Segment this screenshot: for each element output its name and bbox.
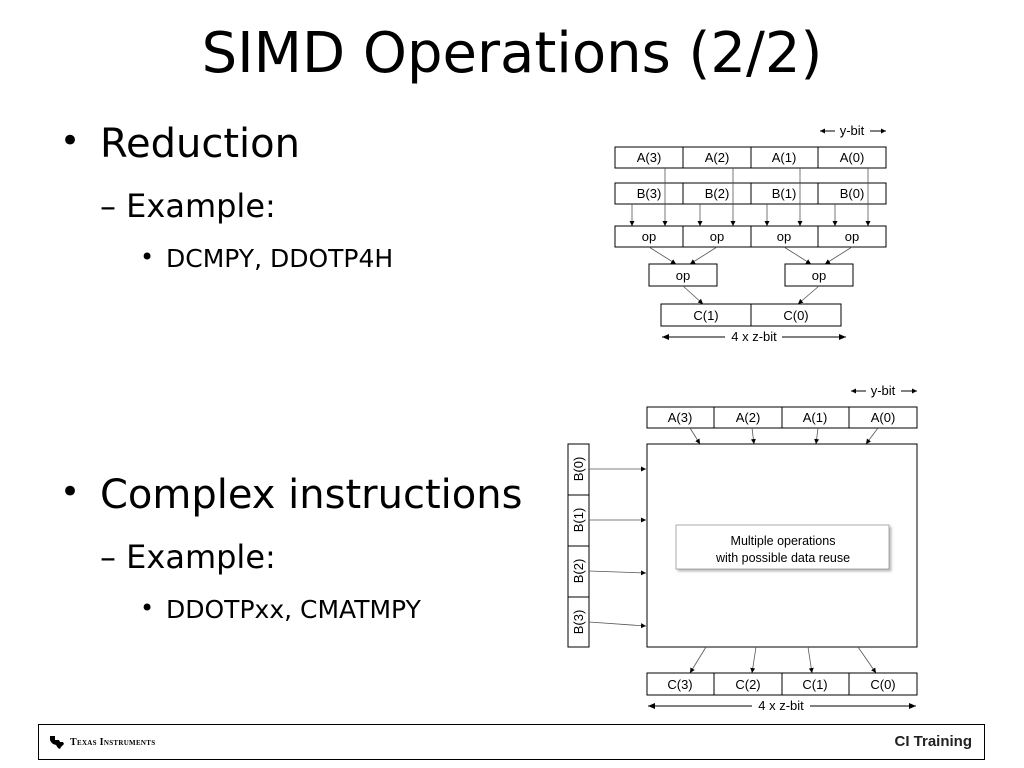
b-reg-1: B(1) [571, 508, 586, 533]
a-input-lines [689, 427, 879, 445]
b-reg-1: B(1) [772, 186, 797, 201]
y-bit-label: y-bit [840, 123, 865, 138]
slide-footer: Texas Instruments CI Training [38, 724, 985, 760]
reduce-op-left-label: op [676, 268, 690, 283]
a-reg-2: A(2) [736, 410, 761, 425]
c-output-lines [689, 646, 877, 674]
bullet-reduction-label: Reduction [100, 121, 300, 167]
sub-bullet-example: – Example: [100, 538, 276, 576]
b-reg-2: B(2) [571, 559, 586, 584]
bullet-complex-label: Complex instructions [100, 472, 523, 518]
a-reg-1: A(1) [772, 150, 797, 165]
box-line-1: Multiple operations [731, 534, 836, 548]
bullet-dot: • [60, 472, 81, 512]
z-bit-label: 4 x z-bit [758, 698, 804, 713]
c-reg-2: C(2) [735, 677, 760, 692]
op-1: op [777, 229, 791, 244]
c-reg-0: C(0) [870, 677, 895, 692]
op-2: op [710, 229, 724, 244]
b-reg-3: B(3) [637, 186, 662, 201]
c-reg-3: C(3) [667, 677, 692, 692]
ci-training-label: CI Training [894, 733, 972, 750]
texas-state-icon [50, 736, 64, 749]
bullet-dot: • [140, 243, 155, 271]
b-reg-3: B(3) [571, 610, 586, 635]
a-reg-0: A(0) [871, 410, 896, 425]
simd-diagrams: y-bit A(3) A(2) A(1) A(0) B(3) B(2) B(1)… [567, 123, 918, 713]
reduce-op-right-label: op [812, 268, 826, 283]
bullet-dot: • [140, 594, 155, 622]
c-lines [682, 285, 820, 305]
b-reg-0: B(0) [840, 186, 865, 201]
sub-sub-bullet-reduction-examples: • DCMPY, DDOTP4H [140, 243, 394, 273]
y-bit-label: y-bit [871, 383, 896, 398]
a-lane-lines [662, 168, 871, 226]
slide-title: SIMD Operations (2/2) [201, 21, 823, 86]
complex-examples-label: DDOTPxx, CMATMPY [166, 595, 421, 624]
reduce-lines [648, 246, 853, 265]
sub-bullet-example: – Example: [100, 187, 276, 225]
multiple-operations-box [675, 524, 890, 570]
bullet-dot: • [60, 121, 81, 161]
c-reg-1: C(1) [802, 677, 827, 692]
bullet-complex-instructions: • Complex instructions [60, 472, 523, 518]
a-reg-1: A(1) [803, 410, 828, 425]
ti-logo: Texas Instruments [49, 734, 155, 750]
a-reg-3: A(3) [637, 150, 662, 165]
complex-diagram: y-bit A(3) A(2) A(1) A(0) B(0) B(1) B(2)… [567, 383, 918, 713]
a-reg-2: A(2) [705, 150, 730, 165]
b-reg-2: B(2) [705, 186, 730, 201]
z-bit-label: 4 x z-bit [731, 329, 777, 344]
a-reg-3: A(3) [668, 410, 693, 425]
c-reg-0: C(0) [783, 308, 808, 323]
a-reg-0: A(0) [840, 150, 865, 165]
b-input-lines [588, 466, 647, 629]
reduction-examples-label: DCMPY, DDOTP4H [166, 244, 394, 273]
op-0: op [845, 229, 859, 244]
b-lane-lines [629, 204, 838, 226]
ti-logo-text: Texas Instruments [70, 736, 156, 748]
reduction-diagram: y-bit A(3) A(2) A(1) A(0) B(3) B(2) B(1)… [614, 123, 887, 344]
bullet-reduction: • Reduction [60, 121, 300, 167]
b-reg-0: B(0) [571, 457, 586, 482]
box-line-2: with possible data reuse [715, 551, 850, 565]
op-3: op [642, 229, 656, 244]
bullet-list: • Reduction – Example: • DCMPY, DDOTP4H … [60, 121, 523, 624]
sub-sub-bullet-complex-examples: • DDOTPxx, CMATMPY [140, 594, 421, 624]
c-reg-1: C(1) [693, 308, 718, 323]
